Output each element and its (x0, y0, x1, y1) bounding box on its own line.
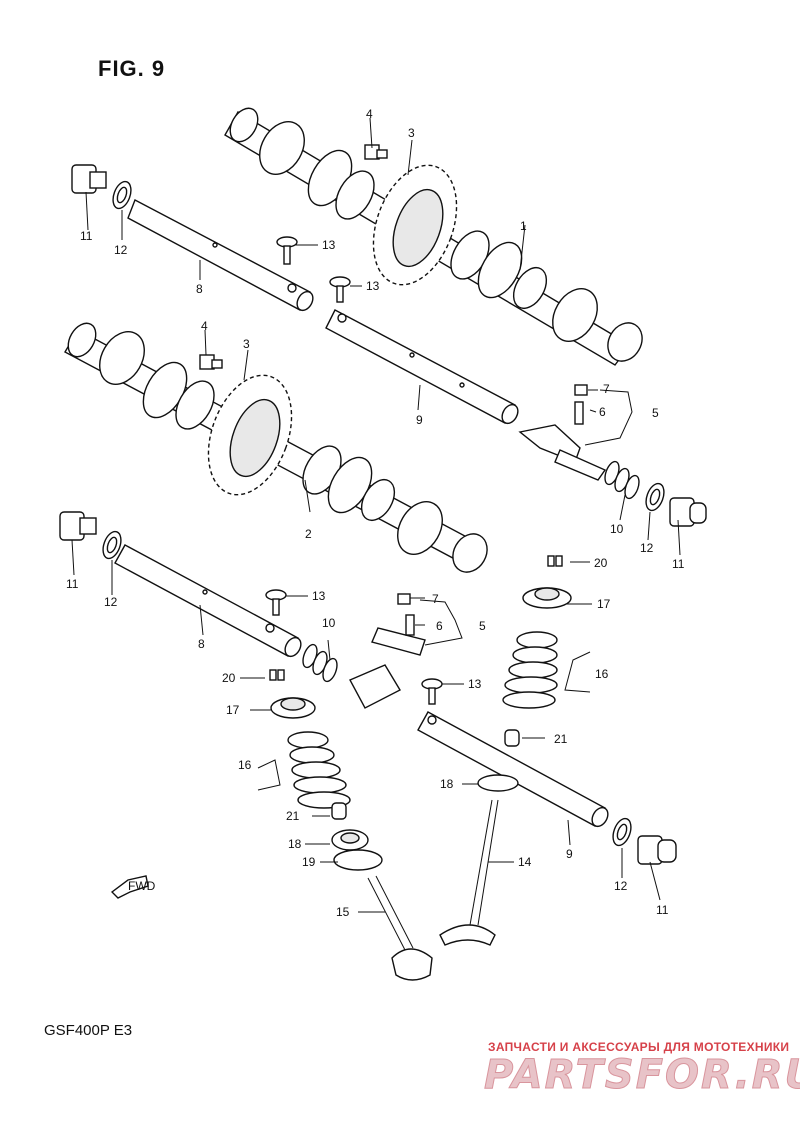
seal-21-left (331, 802, 347, 820)
figure-title: FIG. 9 (98, 56, 166, 81)
callout-12-a: 12 (114, 243, 128, 257)
screw-13-d (421, 678, 443, 705)
callout-13-d: 13 (468, 677, 482, 691)
callout-16-left: 16 (238, 758, 252, 772)
callout-2: 2 (305, 527, 312, 541)
callout-11-c: 11 (66, 577, 79, 591)
gasket-lower-right (612, 817, 632, 847)
callout-12-d: 12 (614, 879, 628, 893)
plug-bolt-lower-left (59, 511, 97, 541)
retainer-17-right (522, 587, 572, 609)
watermark-tagline: ЗАПЧАСТИ И АКСЕССУАРЫ ДЛЯ МОТОТЕХНИКИ (488, 1040, 790, 1054)
callout-18-left: 18 (288, 837, 302, 851)
callout-11-a: 11 (80, 229, 93, 243)
callout-3-upper: 3 (408, 126, 415, 140)
valve-spring-16-right (502, 631, 558, 709)
washer-19 (333, 849, 383, 871)
valve-spring-16-left (287, 731, 351, 809)
callout-13-c: 13 (312, 589, 326, 603)
callout-11-b: 11 (672, 557, 685, 571)
callout-11-d: 11 (656, 903, 669, 917)
cam-sprocket-upper (372, 164, 458, 286)
rocker-shaft-upper-left (127, 199, 314, 312)
callout-15: 15 (336, 905, 350, 919)
sprocket-bolt-lower (199, 354, 223, 370)
rocker-arm-upper (518, 384, 607, 481)
callout-1: 1 (520, 219, 527, 233)
callout-12-c: 12 (104, 595, 118, 609)
spring-10-lower (302, 643, 338, 683)
callout-12-b: 12 (640, 541, 654, 555)
callout-18-right: 18 (440, 777, 454, 791)
plug-bolt-upper-right (669, 497, 707, 527)
callout-19: 19 (302, 855, 316, 869)
callout-13-b: 13 (366, 279, 380, 293)
callout-3-lower: 3 (243, 337, 250, 351)
plug-bolt-upper-left (71, 164, 107, 194)
callout-16-right: 16 (595, 667, 609, 681)
sprocket-bolt-upper (364, 144, 388, 160)
callout-17-left: 17 (226, 703, 240, 717)
screw-13-c (265, 589, 287, 616)
callout-20-right: 20 (594, 556, 608, 570)
model-code: GSF400P E3 (44, 1022, 133, 1039)
cotter-20-left (269, 669, 285, 681)
callout-8-upper: 8 (196, 282, 203, 296)
valve-15 (367, 875, 433, 981)
callout-20-left: 20 (222, 671, 236, 685)
callout-7-upper: 7 (603, 382, 610, 396)
callout-6-lower: 6 (436, 619, 443, 633)
callout-4-lower: 4 (201, 319, 208, 333)
plug-bolt-lower-right (637, 835, 677, 865)
gasket-upper-right (645, 482, 665, 512)
seal-21-right (504, 729, 520, 747)
callout-14: 14 (518, 855, 532, 869)
cotter-20-right (547, 555, 563, 567)
leader-lines (71, 117, 681, 913)
callout-17-right: 17 (597, 597, 611, 611)
rocker-arm-lower (349, 593, 426, 709)
seat-18-right (477, 774, 519, 792)
screw-13-a (276, 236, 298, 265)
retainer-17-left (270, 697, 316, 719)
callout-10-upper: 10 (610, 522, 624, 536)
fwd-arrow-icon: FWD (110, 875, 156, 899)
watermark-logo: PARTSFOR.RU (483, 1052, 800, 1099)
screw-13-b (329, 276, 351, 303)
callout-9-lower: 9 (566, 847, 573, 861)
valve-14 (439, 799, 499, 946)
cam-sprocket-lower (207, 374, 293, 496)
callout-21-left: 21 (286, 809, 300, 823)
fwd-arrow-label: FWD (128, 879, 156, 893)
callout-10-lower: 10 (322, 616, 336, 630)
rocker-shaft-upper-right (325, 309, 519, 425)
seat-18-left (331, 829, 369, 851)
callout-labels: 1 2 3 3 4 4 5 5 6 6 7 7 8 8 9 9 10 10 11… (66, 107, 685, 919)
callout-5-upper: 5 (652, 406, 659, 420)
callout-9-upper: 9 (416, 413, 423, 427)
gasket-upper-left (112, 180, 132, 210)
callout-4-upper: 4 (366, 107, 373, 121)
rocker-shaft-lower-left (114, 544, 302, 658)
callout-13-a: 13 (322, 238, 336, 252)
callout-6-upper: 6 (599, 405, 606, 419)
gasket-lower-left (102, 530, 122, 560)
callout-21-right: 21 (554, 732, 568, 746)
callout-7-lower: 7 (432, 592, 439, 606)
spring-10-upper (604, 460, 640, 500)
callout-8-lower: 8 (198, 637, 205, 651)
callout-5-lower: 5 (479, 619, 486, 633)
rocker-shaft-lower-right (417, 711, 609, 828)
